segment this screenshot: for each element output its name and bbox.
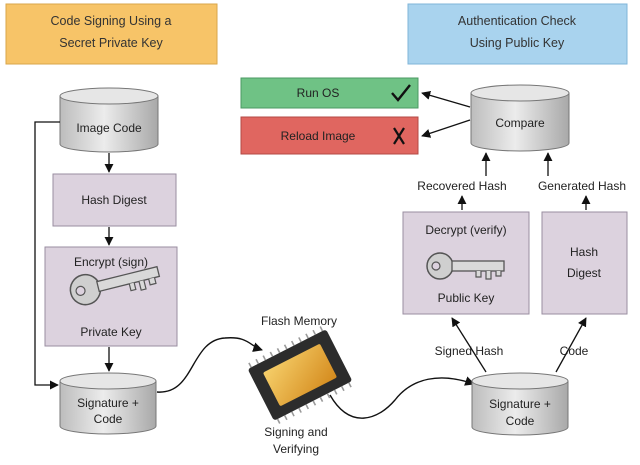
reload-image-box: Reload Image [240,116,419,155]
x-mark-icon [393,127,405,145]
checkmark-icon [391,84,411,102]
signing-verifying-line2: Verifying [273,442,319,456]
right-signature-line1: Signature + [489,397,551,411]
signing-header-line2: Secret Private Key [59,36,163,50]
chip-connectors [156,337,475,419]
right-flow-arrows [421,90,591,373]
auth-header-line1: Authentication Check [458,14,577,28]
public-key-icon [426,252,505,280]
auth-header: Authentication Check Using Public Key [407,3,628,65]
right-signature-code-cylinder: Signature + Code [471,372,569,436]
auth-header-line2: Using Public Key [470,36,565,50]
signing-header: Code Signing Using a Secret Private Key [5,3,218,65]
recovered-hash-label: Recovered Hash [417,179,506,193]
compare-label: Compare [495,116,545,130]
image-code-cylinder: Image Code [59,87,159,153]
right-hash-digest-box: Hash Digest [541,211,628,315]
decrypt-label: Decrypt (verify) [425,223,506,237]
compare-cylinder: Compare [470,84,570,152]
left-signature-line2: Code [94,412,123,426]
left-signature-code-cylinder: Signature + Code [59,372,157,435]
right-hash-label: Hash [570,245,598,259]
signed-hash-label: Signed Hash [435,344,504,358]
generated-hash-label: Generated Hash [538,179,626,193]
run-os-label: Run OS [297,86,340,100]
hash-digest-box: Hash Digest [52,173,177,227]
code-label: Code [560,344,589,358]
private-key-label: Private Key [80,325,141,339]
hash-digest-label: Hash Digest [81,193,147,207]
flash-memory-label: Flash Memory [261,314,337,328]
image-code-label: Image Code [76,121,142,135]
signing-header-line1: Code Signing Using a [51,14,172,28]
flash-memory-chip [248,326,352,424]
left-flow-arrows [34,121,114,390]
private-key-icon [69,265,161,306]
encrypt-box: Encrypt (sign) Private Key [44,246,178,347]
encrypt-label: Encrypt (sign) [74,255,148,269]
run-os-box: Run OS [240,77,419,109]
reload-image-label: Reload Image [281,129,356,143]
signing-verifying-line1: Signing and [264,425,327,439]
left-signature-line1: Signature + [77,396,139,410]
right-signature-line2: Code [506,414,535,428]
right-digest-label: Digest [567,266,602,280]
public-key-label: Public Key [438,291,495,305]
